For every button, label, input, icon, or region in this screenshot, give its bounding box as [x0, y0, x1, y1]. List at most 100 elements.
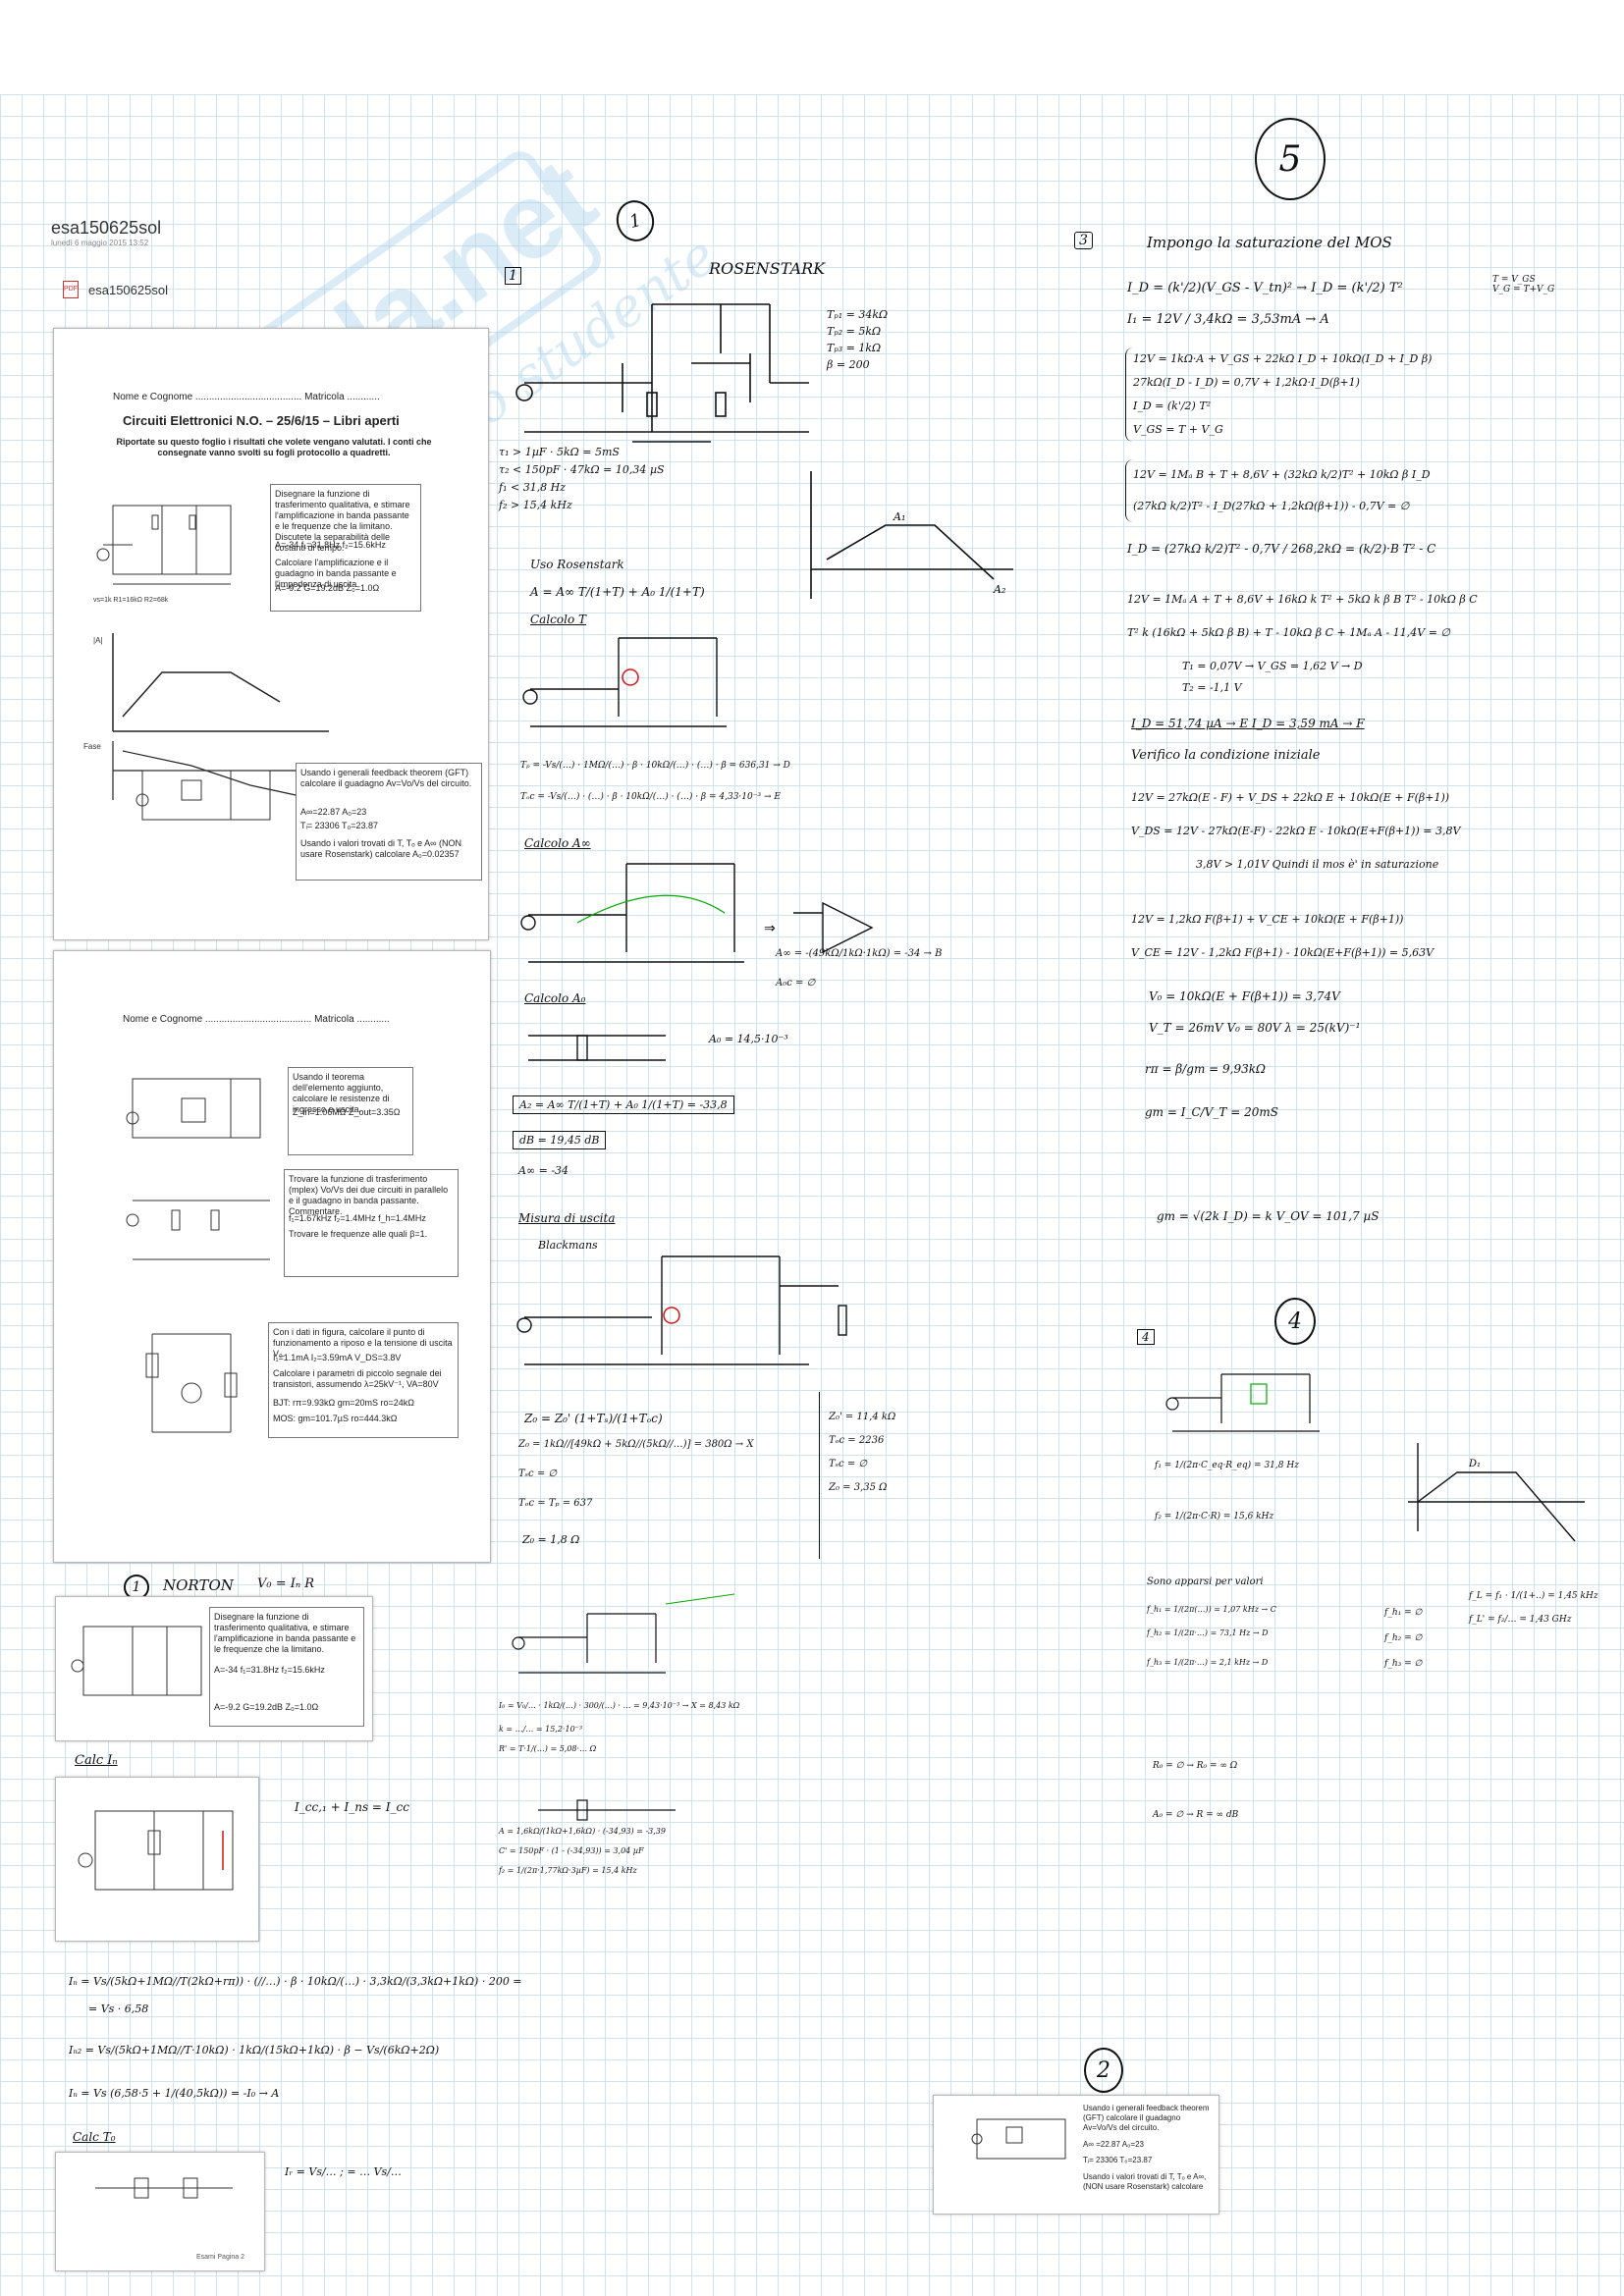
snippet-question-1: Disegnare la funzione di trasferimento q…	[55, 1596, 373, 1741]
snippet-circuit-3	[95, 2177, 233, 2199]
q4-r: R₀ = ∅ → R₀ = ∞ Ω A₀ = ∅ → R = ∞ dB	[1153, 1761, 1239, 1820]
t1: T₁ = 0,07V → V_GS = 1,62 V → D	[1182, 660, 1363, 672]
brace-1	[1125, 347, 1136, 442]
svg-text:Tₛc = ∅: Tₛc = ∅	[518, 1468, 558, 1479]
q4-circuit	[1165, 1373, 1320, 1432]
svg-text:vs=1k R1=16kΩ R2=68k: vs=1k R1=16kΩ R2=68k	[93, 597, 169, 604]
vce-val: V_CE = 12V - 1,2kΩ F(β+1) - 10kΩ(E+F(β+1…	[1131, 946, 1435, 959]
output-circuit	[516, 1255, 847, 1365]
calc-label: Calc Iₙ	[75, 1753, 118, 1768]
exam-sheet-2: Nome e Cognome .........................…	[53, 950, 491, 1563]
question-number-3: 3	[1074, 232, 1093, 249]
vds-eq: 12V = 27kΩ(E - F) + V_DS + 22kΩ E + 10kΩ…	[1131, 791, 1450, 804]
rpi: rπ = β/gm = 9,93kΩ	[1145, 1062, 1266, 1076]
divider-line	[819, 1392, 820, 1559]
calc2-label: Calc T₀	[73, 2130, 116, 2144]
pdf-file-icon: PDF	[63, 281, 79, 298]
id-result: I_D = 51,74 µA → E I_D = 3,59 mA → F	[1131, 717, 1365, 730]
rosenstark-title: ROSENSTARK	[709, 259, 826, 278]
ainf-value: A∞ = -(49kΩ/1kΩ·1kΩ) = -34 → B A₀c = ∅	[775, 948, 942, 988]
circled-number-2: 2	[1084, 2048, 1123, 2093]
svg-text:Tₒc = -Vs/(…) · (…) · β · 10kΩ: Tₒc = -Vs/(…) · (…) · β · 10kΩ/(…) · (…)…	[520, 791, 781, 802]
page-title: esa150625sol	[51, 218, 162, 238]
name-line: Nome e Cognome .........................…	[113, 392, 380, 402]
svg-text:τ₂ < 150pF · 47kΩ = 10,34 µS: τ₂ < 150pF · 47kΩ = 10,34 µS	[499, 463, 665, 476]
svg-text:|A|: |A|	[93, 636, 103, 645]
q4-f2: f₂ = 1/(2π·C·R) = 15,6 kHz	[1155, 1512, 1274, 1522]
norton-derivation: Iₙ = Vs/(5kΩ+1MΩ//T(2kΩ+rπ)) · (//…) · β…	[68, 1975, 522, 2100]
svg-text:R' = T·1/(…) = 5,08·… Ω: R' = T·1/(…) = 5,08·… Ω	[498, 1744, 597, 1753]
verifico: Verifico la condizione iniziale	[1131, 748, 1321, 763]
svg-text:Tₚ = -Vs/(…) · 1MΩ/(…) · β · 1: Tₚ = -Vs/(…) · 1MΩ/(…) · β · 10kΩ/(…) · …	[520, 760, 790, 771]
calc-a0: Calcolo A₀	[524, 991, 586, 1005]
question-box-2: Usando i generali feedback theorem (GFT)…	[296, 763, 482, 881]
z0-formula: Z₀ = Z₀' (1+Tₛ)/(1+Tₒc)	[524, 1412, 663, 1425]
eq-long2: T² k (16kΩ + 5kΩ β B) + T - 10kΩ β C + 1…	[1127, 626, 1450, 639]
svg-text:= Vs · 6,58: = Vs · 6,58	[88, 2002, 148, 2015]
svg-text:Tₒc = Tₚ = 637: Tₒc = Tₚ = 637	[518, 1498, 593, 1509]
svg-text:f₁ < 31,8 Hz: f₁ < 31,8 Hz	[498, 481, 566, 494]
attachment-label: esa150625sol	[88, 282, 168, 297]
q4-fl: f_L = f₁ · 1/(1+..) = 1,45 kHz f_L' = f₂…	[1469, 1591, 1598, 1625]
circuit-diagram-2	[135, 770, 271, 821]
exam-title: Circuiti Elettronici N.O. – 25/6/15 – Li…	[123, 413, 400, 428]
imp-title: Impongo la saturazione del MOS	[1147, 234, 1392, 251]
system-2: 12V = 1Mₐ B + T + 8,6V + (32kΩ k/2)T² + …	[1133, 468, 1431, 512]
param-block: Tₚ₁ = 34kΩ Tₚ₂ = 5kΩ Tₚ₃ = 1kΩ β = 200	[827, 308, 889, 371]
page-footer: Esami Pagina 2	[196, 2254, 245, 2261]
t-derivation: Tₚ = -Vs/(…) · 1MΩ/(…) · β · 10kΩ/(…) · …	[520, 760, 790, 802]
gm: gm = I_C/V_T = 20mS	[1145, 1105, 1278, 1119]
question-number: 1	[505, 267, 521, 285]
exam-sheet-1: Nome e Cognome .........................…	[53, 328, 489, 940]
question-box-4: Trovare la funzione di trasferimento (mp…	[284, 1169, 459, 1277]
svg-text:D₁: D₁	[1468, 1459, 1481, 1469]
svg-text:C' = 150pF · (1 - (-34,93)) =: C' = 150pF · (1 - (-34,93)) = 3,04 µF	[499, 1846, 644, 1855]
svg-text:Iₙ = Vs/(5kΩ+1MΩ//T(2kΩ+rπ)) ·: Iₙ = Vs/(5kΩ+1MΩ//T(2kΩ+rπ)) · (//…) · β…	[68, 1975, 522, 1988]
question-box-1: Disegnare la funzione di trasferimento q…	[270, 484, 421, 612]
gm-mos: gm = √(2k I_D) = k V_OV = 101,7 µS	[1157, 1209, 1380, 1223]
vds-val: V_DS = 12V - 27kΩ(E-F) - 22kΩ E - 10kΩ(E…	[1131, 825, 1461, 837]
svg-text:Iᵣ = Vs/… ; = … Vs/…: Iᵣ = Vs/… ; = … Vs/…	[284, 2165, 402, 2178]
t-circuit	[522, 637, 727, 727]
system-1: 12V = 1kΩ·A + V_GS + 22kΩ I_D + 10kΩ(I_D…	[1133, 352, 1433, 436]
id-val: I_D = (27kΩ k/2)T² - 0,7V / 268,2kΩ = (k…	[1127, 542, 1436, 556]
page-meta: lunedì 6 maggio 2015 13:52	[51, 239, 149, 247]
attachment[interactable]: PDF esa150625sol	[63, 281, 168, 298]
a0-circuit	[528, 1035, 666, 1061]
eq-i1: I₁ = 12V / 3,4kΩ = 3,53mA → A	[1127, 312, 1329, 327]
snippet-question-3	[55, 2152, 265, 2271]
svg-text:k = …/… = 15,2·10⁻³: k = …/… = 15,2·10⁻³	[499, 1725, 582, 1734]
db-result: dB = 19,45 dB	[513, 1131, 607, 1149]
bode-sketch: A₁ A₂	[810, 471, 1013, 599]
svg-text:τ₁ > 1µF · 5kΩ = 5mS: τ₁ > 1µF · 5kΩ = 5mS	[499, 446, 620, 458]
svg-text:A₂: A₂	[993, 583, 1005, 596]
eq-long: 12V = 1Mₐ A + T + 8,6V + 16kΩ k T² + 5kΩ…	[1127, 593, 1478, 606]
svg-text:f_h₃ = 1/(2π·…) = 2,1 kHz → D: f_h₃ = 1/(2π·…) = 2,1 kHz → D	[1146, 1658, 1269, 1667]
name-line-2: Nome e Cognome .........................…	[123, 1014, 390, 1025]
misura: Misura di uscita	[518, 1211, 616, 1225]
z0-val: Z₀ = 1,8 Ω	[522, 1533, 580, 1546]
calc-formula: I_cc,₁ + I_ns = I_cc	[295, 1800, 409, 1814]
t2: T₂ = -1,1 V	[1182, 681, 1242, 694]
circuit-diagram-1: vs=1k R1=16kΩ R2=68k	[93, 505, 232, 604]
question-box-3: Usando il teorema dell'elemento aggiunto…	[288, 1067, 413, 1155]
calc-ainf: Calcolo A∞	[524, 836, 591, 850]
q4-label: 4	[1137, 1329, 1155, 1345]
vt: V_T = 26mV V₀ = 80V λ = 25(kV)⁻¹	[1149, 1021, 1361, 1035]
svg-text:A₀c = ∅: A₀c = ∅	[775, 978, 817, 988]
q4-vals: f_h₁ = ∅ f_h₂ = ∅ f_h₃ = ∅	[1384, 1608, 1423, 1669]
snippet-question-bottom: Usando i generali feedback theorem (GFT)…	[933, 2095, 1219, 2215]
rosen-formula: A = A∞ T/(1+T) + A₀ 1/(1+T)	[530, 585, 705, 599]
svg-text:f_h₂ = 1/(2π·…) = 73,1 Hz → D: f_h₂ = 1/(2π·…) = 73,1 Hz → D	[1146, 1629, 1269, 1637]
vds-cmp: 3,8V > 1,01V Quindi il mos è' in saturaz…	[1196, 858, 1439, 871]
svg-text:I₀ = V₀/… · 1kΩ/(…) · 300/(…): I₀ = V₀/… · 1kΩ/(…) · 300/(…) · … = 9,43…	[498, 1701, 740, 1710]
ainf-val: A∞ = -34	[518, 1164, 569, 1177]
svg-text:A = 1,6kΩ/(1kΩ+1,6kΩ) · (-34,9: A = 1,6kΩ/(1kΩ+1,6kΩ) · (-34,93) = -3,39	[498, 1827, 666, 1836]
blackmans: Blackmans	[538, 1239, 598, 1252]
transfer-function-sketch: |A|	[93, 633, 329, 732]
circled-number-1: 1	[612, 195, 659, 246]
circled-number-5: 5	[1255, 118, 1326, 200]
eq-id: I_D = (k'/2)(V_GS - V_tn)² → I_D = (k'/2…	[1127, 281, 1403, 295]
snippet-question-2	[55, 1777, 259, 1942]
